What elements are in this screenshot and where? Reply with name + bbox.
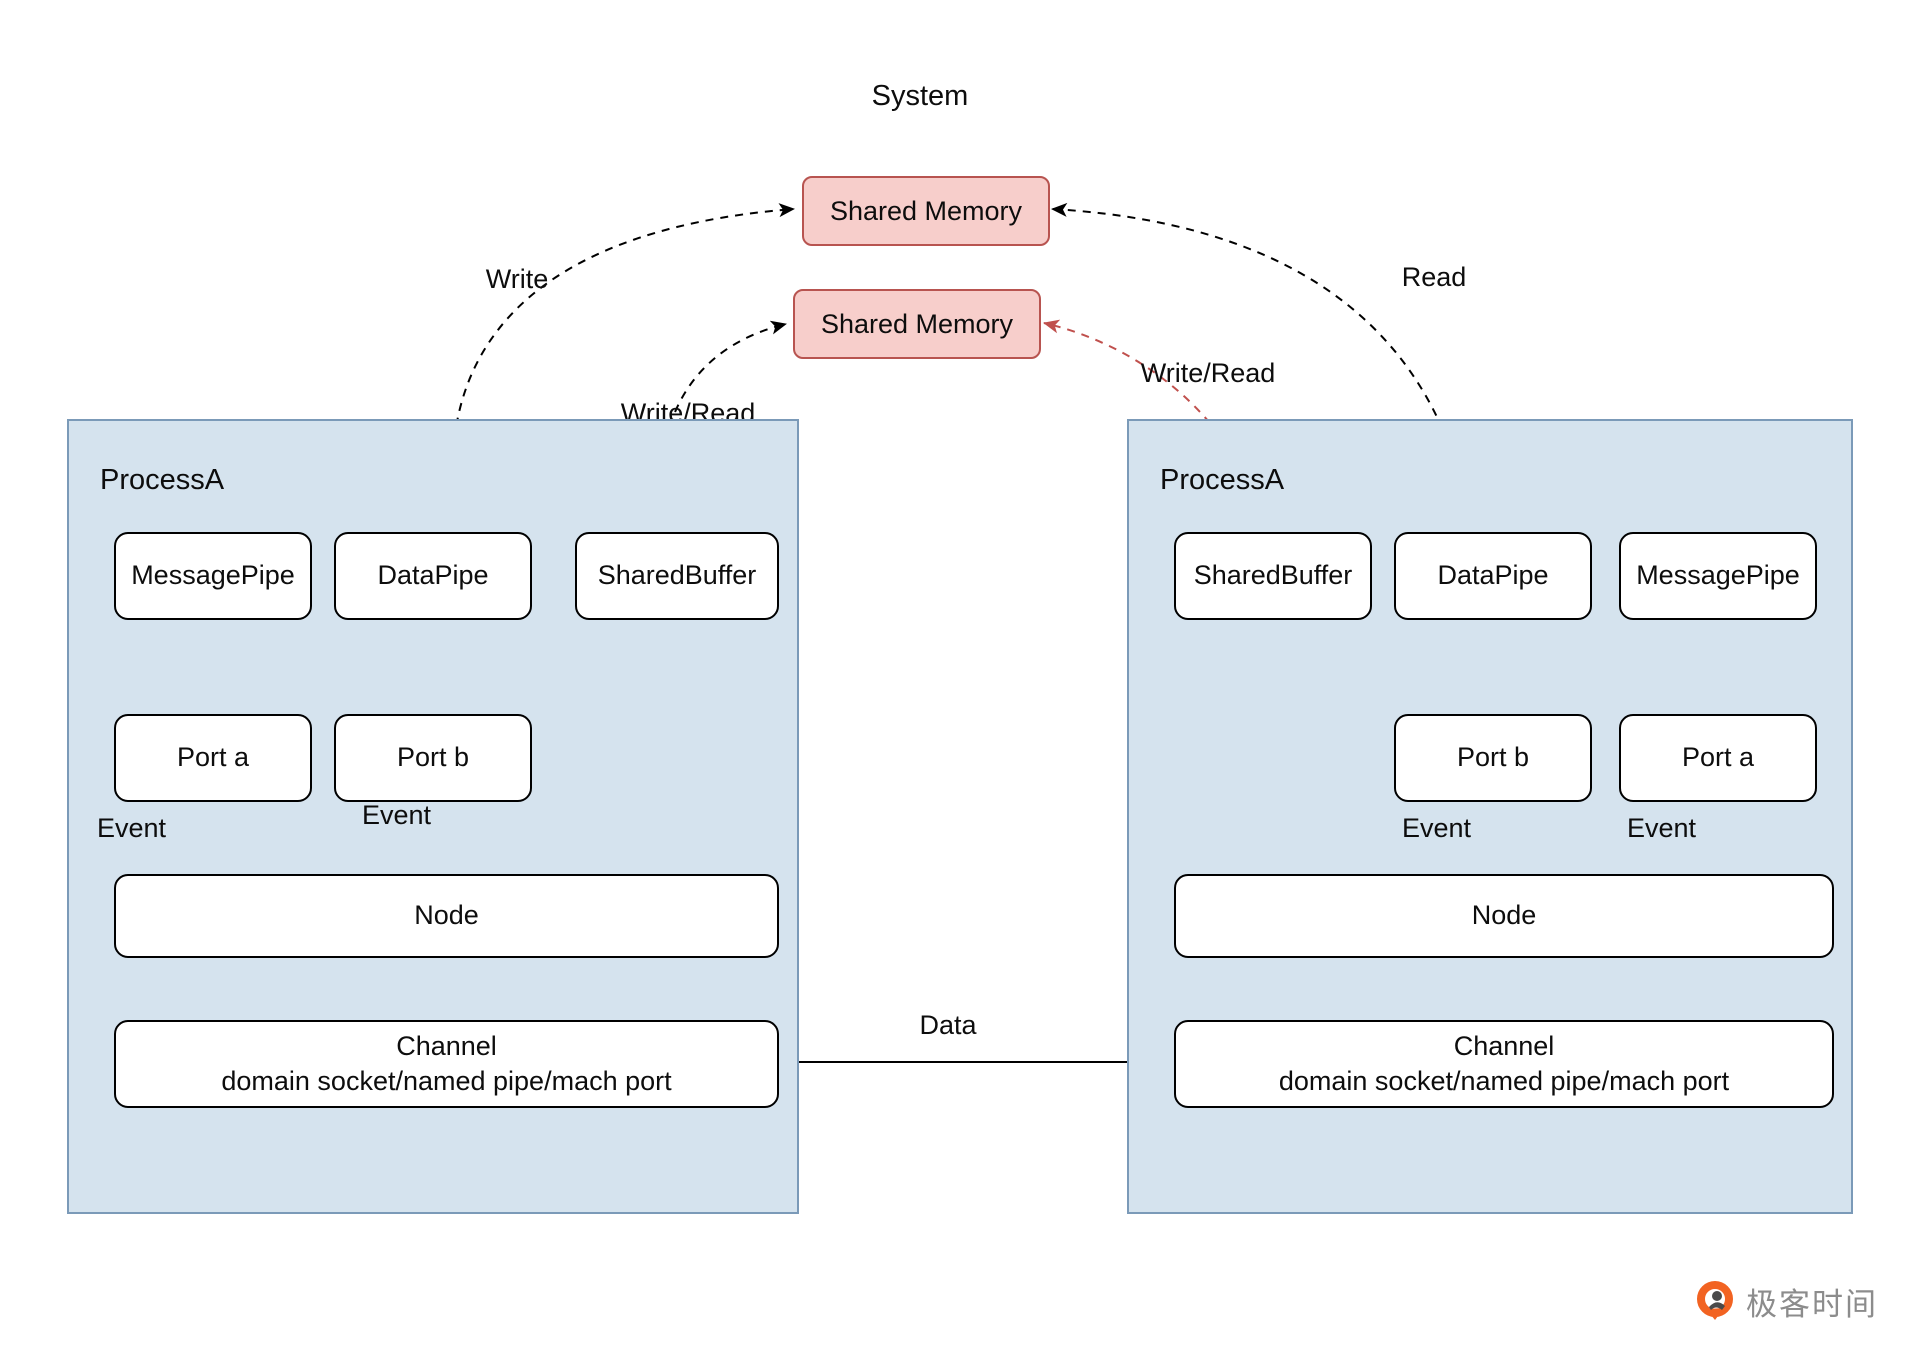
right-channel-subtitle: domain socket/named pipe/mach port (1278, 1066, 1730, 1096)
geektime-logo: 极客时间 (1692, 1278, 1878, 1324)
left-event-a-label: Event (97, 813, 167, 843)
process-left-title: ProcessA (100, 464, 225, 496)
left-data-pipe-box: DataPipe (334, 532, 532, 620)
left-message-pipe-box: MessagePipe (114, 532, 312, 620)
right-data-pipe-box: DataPipe (1394, 532, 1592, 620)
left-port-a-box: Port a (114, 714, 312, 802)
left-channel-title: Channel (396, 1030, 497, 1061)
left-node-box: Node (114, 874, 779, 958)
left-port-b-box: Port b (334, 714, 532, 802)
shared-memory-bottom-box: Shared Memory (793, 289, 1041, 359)
edge-label-data: Data (919, 1010, 977, 1040)
edge-label-write: Write (485, 264, 549, 294)
edge-label-write-read-right: Write/Read (1140, 358, 1276, 388)
process-right-title: ProcessA (1160, 464, 1285, 496)
system-label: System (871, 80, 969, 112)
right-message-pipe-box: MessagePipe (1619, 532, 1817, 620)
right-channel-box: Channel domain socket/named pipe/mach po… (1174, 1020, 1834, 1108)
geektime-logo-text: 极客时间 (1746, 1286, 1878, 1322)
right-shared-buffer-box: SharedBuffer (1174, 532, 1372, 620)
left-channel-box: Channel domain socket/named pipe/mach po… (114, 1020, 779, 1108)
process-right-container: ProcessA SharedBuffer DataPipe MessagePi… (1127, 419, 1853, 1214)
geektime-logo-icon (1697, 1281, 1733, 1320)
edge-label-read: Read (1401, 262, 1467, 292)
left-event-b-label: Event (362, 800, 432, 830)
right-port-a-box: Port a (1619, 714, 1817, 802)
right-event-a-label: Event (1627, 813, 1697, 843)
process-left-container: ProcessA MessagePipe DataPipe SharedBuff… (67, 419, 799, 1214)
shared-memory-top-box: Shared Memory (802, 176, 1050, 246)
right-port-b-box: Port b (1394, 714, 1592, 802)
left-shared-buffer-box: SharedBuffer (575, 532, 779, 620)
right-channel-title: Channel (1453, 1030, 1555, 1061)
right-node-box: Node (1174, 874, 1834, 958)
right-event-b-label: Event (1402, 813, 1472, 843)
left-channel-subtitle: domain socket/named pipe/mach port (221, 1066, 672, 1096)
